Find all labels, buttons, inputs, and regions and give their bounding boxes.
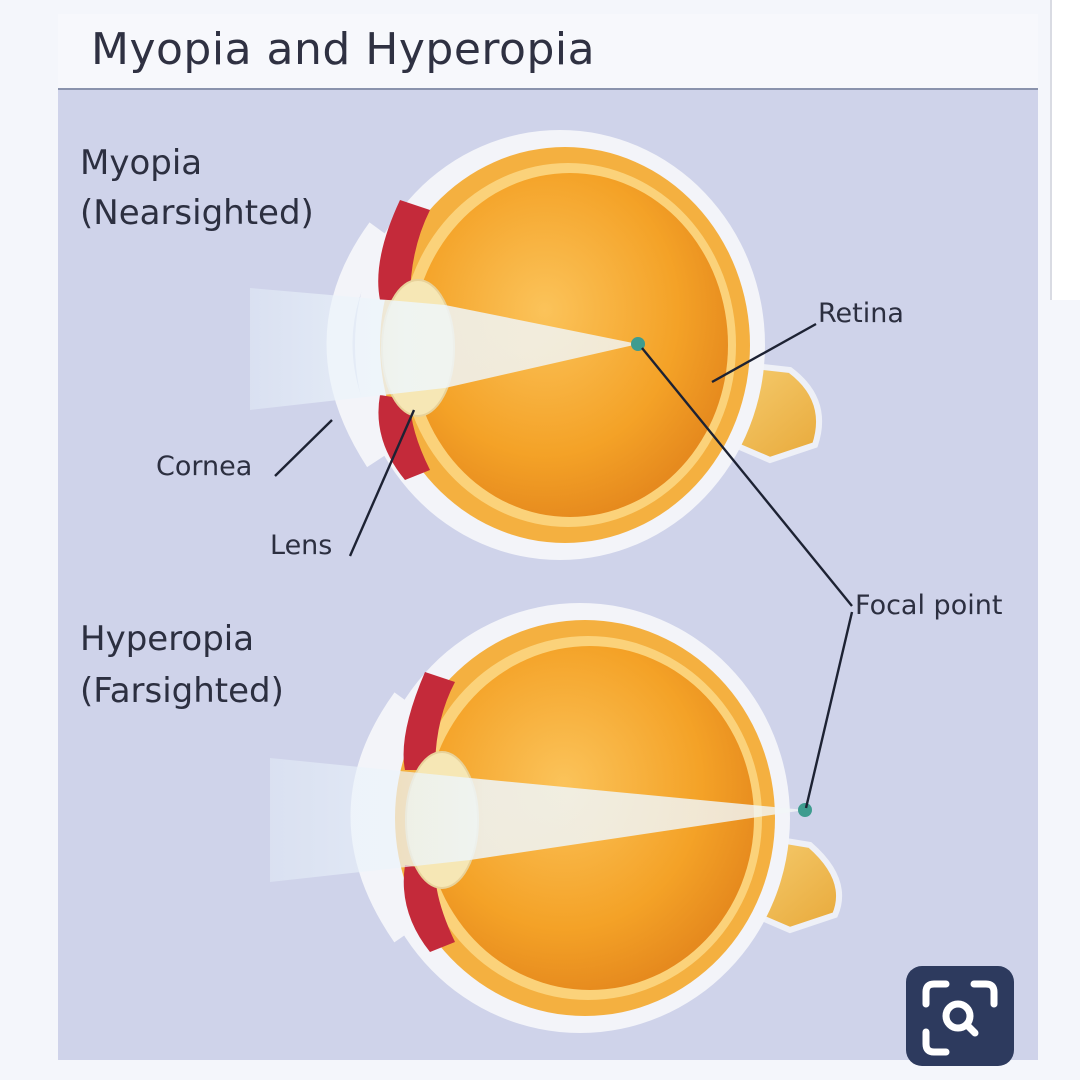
page-title: Myopia and Hyperopia bbox=[91, 24, 596, 75]
myopia-eye bbox=[250, 130, 823, 560]
hyperopia-iris-lower bbox=[403, 865, 455, 952]
cornea-label: Cornea bbox=[156, 451, 252, 482]
title-bar: Myopia and Hyperopia bbox=[58, 14, 1038, 91]
focal-point-leader-line-top bbox=[641, 347, 853, 607]
focal-point-leader-line-bottom bbox=[804, 611, 854, 809]
scrollbar-edge bbox=[1050, 0, 1080, 300]
myopia-heading: Myopia bbox=[80, 143, 202, 183]
leader-lines bbox=[274, 322, 854, 809]
visual-search-icon bbox=[922, 980, 998, 1056]
cornea-leader-line bbox=[274, 419, 333, 477]
hyperopia-iris bbox=[403, 672, 455, 770]
visual-search-button[interactable] bbox=[906, 966, 1014, 1066]
hyperopia-focal-point bbox=[798, 803, 812, 817]
hyperopia-subheading: (Farsighted) bbox=[80, 671, 284, 711]
myopia-light-beam bbox=[250, 288, 638, 410]
hyperopia-heading: Hyperopia bbox=[80, 619, 254, 659]
retina-label: Retina bbox=[818, 298, 904, 329]
focal-point-label: Focal point bbox=[855, 590, 1002, 621]
retina-leader-line bbox=[711, 322, 817, 384]
hyperopia-eye bbox=[270, 603, 843, 1033]
lens-leader-line bbox=[348, 409, 416, 557]
hyperopia-light-beam bbox=[270, 758, 805, 882]
lens-label: Lens bbox=[270, 530, 332, 561]
myopia-focal-point bbox=[631, 337, 645, 351]
myopia-iris bbox=[378, 200, 430, 300]
myopia-subheading: (Nearsighted) bbox=[80, 193, 314, 233]
